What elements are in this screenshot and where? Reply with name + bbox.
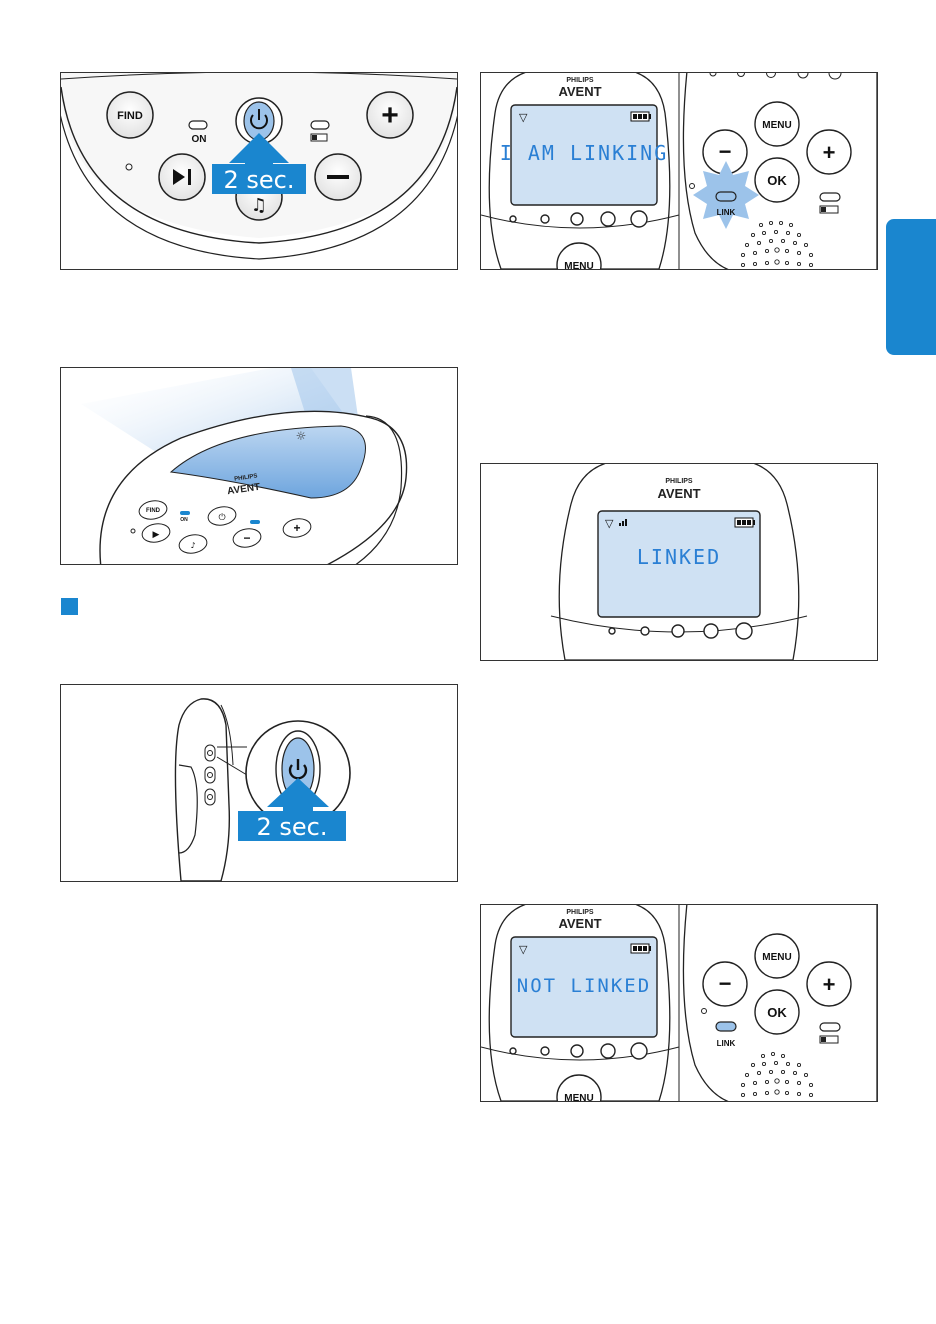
- svg-text:LINK: LINK: [717, 208, 736, 217]
- svg-text:MENU: MENU: [564, 261, 593, 269]
- front-button-2[interactable]: [541, 215, 549, 223]
- svg-text:−: −: [719, 971, 732, 996]
- svg-text:LINK: LINK: [717, 1039, 736, 1048]
- front-button-4[interactable]: [601, 1044, 615, 1058]
- lcd-message: LINKED: [637, 545, 721, 569]
- play-pause-button[interactable]: [159, 154, 205, 200]
- play-pause-icon: ▶: [153, 530, 160, 540]
- side-power-button[interactable]: [205, 745, 215, 761]
- front-button-4[interactable]: [704, 624, 718, 638]
- svg-text:FIND: FIND: [146, 508, 161, 514]
- front-button-4[interactable]: [601, 212, 615, 226]
- svg-text:ON: ON: [180, 517, 188, 523]
- menu-button-baby[interactable]: MENU: [755, 934, 799, 978]
- duration-badge: 2 sec.: [212, 164, 306, 194]
- step-bullet: [61, 598, 78, 615]
- ok-button[interactable]: OK: [755, 158, 799, 202]
- ok-button[interactable]: OK: [755, 990, 799, 1034]
- front-button-1[interactable]: [510, 216, 516, 222]
- svg-text:MENU: MENU: [762, 952, 791, 963]
- svg-text:+: +: [381, 99, 399, 132]
- battery-indicator: [250, 520, 260, 524]
- svg-text:▽: ▽: [605, 517, 614, 530]
- signal-icon: ▽: [519, 111, 528, 124]
- signal-icon: ▽: [519, 943, 528, 956]
- volume-down-button[interactable]: [315, 154, 361, 200]
- volume-up-button[interactable]: +: [807, 962, 851, 1006]
- menu-button-baby[interactable]: MENU: [755, 102, 799, 146]
- svg-text:+: +: [823, 140, 836, 165]
- lcd-screen: ▽ NOT LINKED: [511, 937, 657, 1037]
- side-button-3[interactable]: [205, 789, 215, 805]
- front-button-2[interactable]: [641, 627, 649, 635]
- figure-not-linked: PHILIPS AVENT ▽ NOT LINKED MENU: [480, 904, 878, 1102]
- find-button[interactable]: FIND: [107, 92, 153, 138]
- svg-text:OK: OK: [767, 173, 787, 188]
- svg-text:FIND: FIND: [117, 110, 143, 122]
- svg-text:2 sec.: 2 sec.: [224, 166, 295, 194]
- volume-down-button[interactable]: −: [703, 962, 747, 1006]
- figure-linking: PHILIPS AVENT ▽ I AM LINKING MENU: [480, 72, 878, 270]
- volume-up-button[interactable]: +: [367, 92, 413, 138]
- svg-text:ON: ON: [192, 134, 207, 145]
- brand-bottom: AVENT: [558, 916, 601, 931]
- svg-text:MENU: MENU: [564, 1093, 593, 1101]
- section-tab: [886, 219, 936, 355]
- brand-bottom: AVENT: [558, 84, 601, 99]
- brand-bottom: AVENT: [657, 486, 700, 501]
- lcd-screen: ▽ I AM LINKING: [500, 105, 669, 205]
- svg-text:+: +: [293, 521, 300, 535]
- power-icon: ⏻: [218, 512, 225, 523]
- battery-icon: [631, 112, 651, 121]
- front-button-5[interactable]: [631, 1043, 647, 1059]
- front-button-2[interactable]: [541, 1047, 549, 1055]
- front-button-1[interactable]: [510, 1048, 516, 1054]
- svg-text:MENU: MENU: [762, 120, 791, 131]
- front-button-5[interactable]: [736, 623, 752, 639]
- brand-top: PHILIPS: [566, 77, 594, 84]
- music-note-icon: ♫: [251, 195, 267, 216]
- svg-text:2 sec.: 2 sec.: [257, 813, 328, 841]
- figure-parent-unit-power: FIND ON +: [60, 72, 458, 270]
- battery-icon: [735, 518, 755, 527]
- front-button-3[interactable]: [672, 625, 684, 637]
- lcd-message: NOT LINKED: [517, 975, 651, 997]
- status-led: [702, 1009, 707, 1014]
- microphone-hole: [131, 529, 135, 533]
- front-button-1[interactable]: [609, 628, 615, 634]
- svg-text:−: −: [719, 139, 732, 164]
- figure-baby-unit-side-power: 2 sec.: [60, 684, 458, 882]
- microphone-hole: [126, 164, 132, 170]
- brand-top: PHILIPS: [566, 909, 594, 916]
- duration-badge: 2 sec.: [238, 811, 346, 841]
- volume-up-button[interactable]: +: [807, 130, 851, 174]
- svg-text:+: +: [823, 972, 836, 997]
- light-icon: ☼: [296, 429, 307, 443]
- baby-unit-body: [175, 699, 229, 881]
- music-note-icon: ♪: [190, 541, 195, 550]
- svg-text:−: −: [243, 531, 250, 545]
- side-button-2[interactable]: [205, 767, 215, 783]
- status-led: [690, 184, 695, 189]
- svg-text:OK: OK: [767, 1005, 787, 1020]
- front-button-3[interactable]: [571, 1045, 583, 1057]
- brand-top: PHILIPS: [665, 478, 693, 485]
- front-button-5[interactable]: [631, 211, 647, 227]
- figure-night-light: ☼ PHILIPS AVENT FIND ON ⏻ + ▶ ♪: [60, 367, 458, 565]
- front-button-3[interactable]: [571, 213, 583, 225]
- figure-linked: PHILIPS AVENT ▽ LINKED: [480, 463, 878, 661]
- lcd-message: I AM LINKING: [500, 141, 669, 165]
- battery-icon: [631, 944, 651, 953]
- lcd-screen: ▽ LINKED: [598, 511, 760, 617]
